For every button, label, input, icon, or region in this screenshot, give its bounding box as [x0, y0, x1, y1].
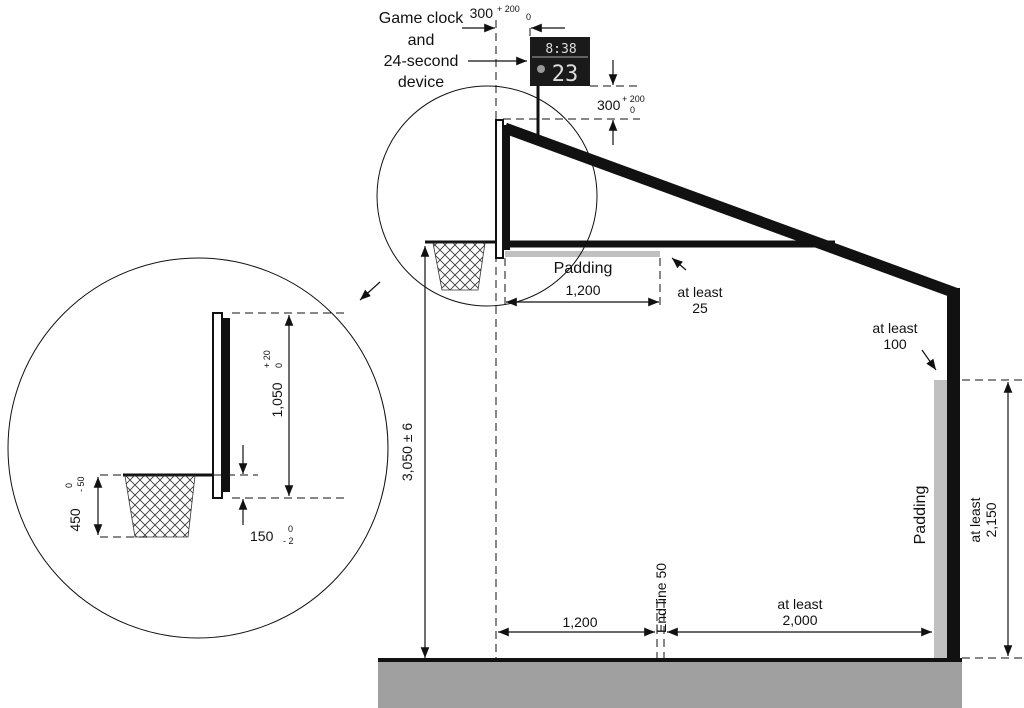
scoreboard	[530, 37, 590, 86]
arm-length-dimension: 1,200	[565, 282, 600, 298]
board-height-dimension: 1,050	[269, 382, 285, 417]
detail-backboard	[212, 312, 223, 499]
pole-padding-height-label: 2,150	[983, 502, 999, 537]
tolerance: + 200	[497, 4, 520, 14]
pole-padding-label: Padding	[912, 486, 929, 545]
pole-padding-thickness-label: 100	[883, 336, 907, 352]
diagonal-arm	[503, 122, 960, 300]
detail-backboard-frame	[223, 318, 230, 492]
tolerance: - 2	[283, 536, 294, 546]
arm-padding-label: Padding	[554, 260, 613, 277]
clock-label: device	[398, 74, 444, 91]
backboard-frame	[503, 125, 510, 250]
overhang-dimension: 1,200	[562, 614, 597, 630]
detail-marker-circle	[376, 85, 598, 307]
tolerance: 0	[64, 483, 74, 488]
tolerance: 0	[630, 105, 635, 115]
detail-circle	[7, 257, 389, 639]
floor	[378, 662, 962, 708]
clock-label: and	[408, 32, 435, 49]
height-dimension: 300	[597, 97, 621, 113]
detail-net	[124, 475, 196, 538]
offset-dimension: 300	[470, 5, 494, 21]
backboard	[495, 119, 504, 259]
clearance-label: at least	[777, 596, 822, 612]
net	[432, 242, 486, 291]
tolerance: - 50	[76, 476, 86, 492]
tolerance: 0	[288, 524, 293, 534]
rim-offset-dimension: 150	[250, 528, 274, 544]
clock-label: Game clock	[379, 10, 464, 27]
rim-height-dimension: 3,050 ± 6	[399, 423, 415, 481]
pole-padding-height-label: at least	[967, 497, 983, 542]
pole-padding-thickness-label: at least	[872, 320, 917, 336]
game-clock-time: 8:38	[545, 42, 576, 57]
shot-clock-value: 23	[552, 62, 579, 87]
padding-thickness-label: 25	[692, 300, 708, 316]
sun-icon	[537, 65, 545, 73]
tolerance: 0	[526, 12, 531, 22]
tolerance: + 20	[262, 350, 272, 368]
tolerance: 0	[274, 363, 284, 368]
clearance-label: 2,000	[782, 612, 817, 628]
clock-label: 24-second	[384, 53, 459, 70]
net-dimension: 450	[67, 508, 83, 532]
tolerance: + 200	[622, 94, 645, 104]
padding-thickness-label: at least	[677, 284, 722, 300]
pole-padding	[934, 380, 947, 658]
arm-padding	[505, 251, 660, 257]
support-pole	[947, 288, 960, 660]
end-line-label: End line 50	[653, 563, 669, 633]
